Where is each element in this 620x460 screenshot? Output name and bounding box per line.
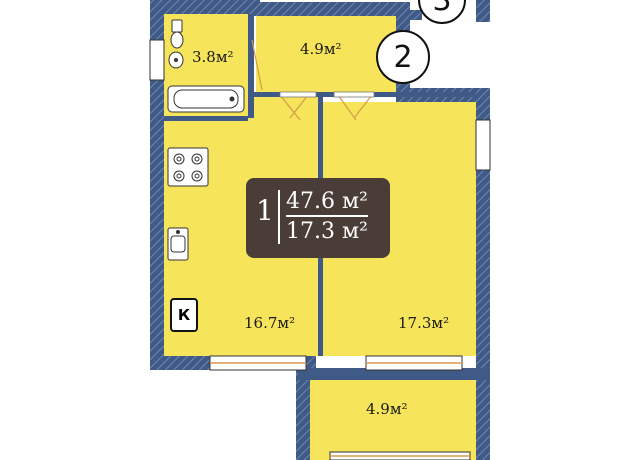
windows [149, 39, 491, 460]
balcony-area [310, 380, 476, 460]
toilet-icon [170, 19, 184, 49]
kitchen-area-label: 16.7м² [244, 314, 296, 332]
living-area: 17.3 м² [286, 219, 368, 244]
badge-divider [278, 190, 280, 244]
kitchen-sink-icon [167, 227, 189, 261]
doors [251, 39, 375, 121]
bathtub-icon [167, 85, 245, 113]
stove-icon [167, 147, 209, 187]
corridor-area-label: 4.9м² [300, 40, 342, 58]
room-count: 1 [256, 194, 274, 227]
living-room-area-label: 17.3м² [398, 314, 450, 332]
balcony-area-label: 4.9м² [366, 400, 408, 418]
total-area: 47.6 м² [286, 190, 368, 217]
bathroom-area-label: 3.8м² [192, 48, 234, 66]
corridor-area [256, 16, 396, 96]
kitchen-marker: К [170, 298, 198, 332]
apartment-number-2: 2 [376, 30, 430, 84]
sink-icon [168, 51, 184, 69]
area-summary-badge: 1 47.6 м² 17.3 м² [246, 178, 390, 258]
